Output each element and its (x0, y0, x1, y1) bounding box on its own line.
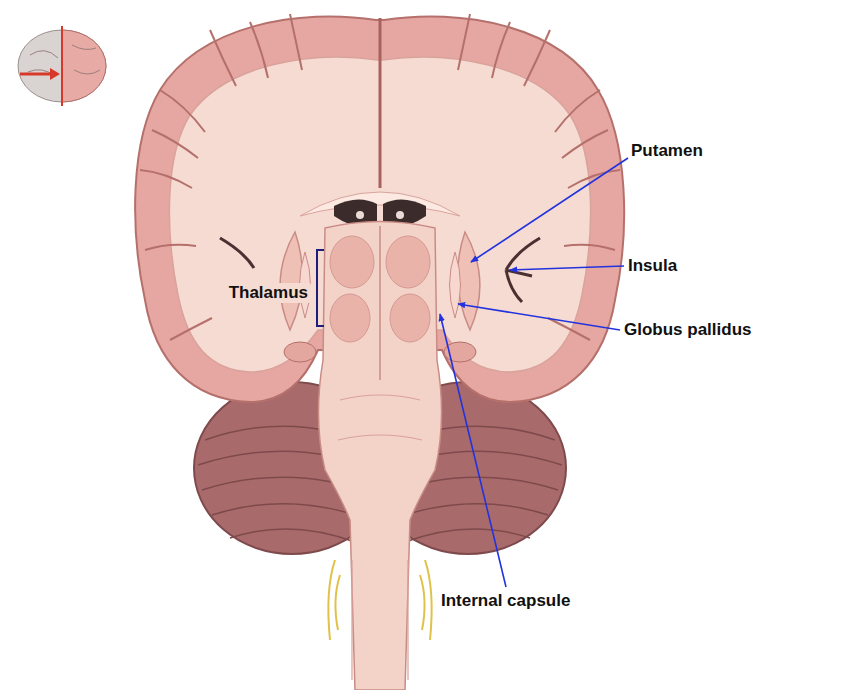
structure-label: Internal capsule (441, 591, 570, 611)
globus-pallidus (450, 252, 461, 318)
choroid-plexus (356, 211, 364, 219)
inset-sulci (28, 45, 100, 76)
leader-line (440, 314, 506, 587)
thalamic-nucleus (330, 236, 374, 288)
thalamic-nucleus (390, 294, 430, 342)
view-arrow (20, 73, 52, 76)
leader-line (471, 158, 628, 262)
cranial-nerves (328, 560, 431, 640)
corpus-callosum (300, 192, 460, 216)
thalamus-brainstem (318, 222, 441, 690)
structure-label: Insula (628, 256, 677, 276)
thalamus-bracket (317, 250, 324, 326)
third-ventricle (379, 226, 381, 380)
cerebrum (135, 14, 624, 402)
choroid-plexus (396, 211, 404, 219)
leader-line (510, 266, 624, 270)
hippocampus (284, 342, 316, 362)
leader-lines (317, 158, 628, 587)
putamen (280, 232, 302, 330)
section-plane (61, 26, 63, 106)
structure-label: Putamen (631, 141, 703, 161)
brainstem-tracts (338, 395, 422, 680)
longitudinal-fissure (379, 18, 382, 188)
view-arrowhead (50, 68, 60, 80)
putamen (458, 232, 480, 330)
leader-line (458, 304, 620, 330)
structure-label: Thalamus (226, 283, 311, 303)
orientation-inset (18, 26, 106, 106)
thalamic-nucleus (386, 236, 430, 288)
brainstem (318, 222, 441, 690)
inset-hemisphere (62, 30, 106, 102)
thalamic-nucleus (330, 294, 370, 342)
structure-label: Globus pallidus (624, 320, 752, 340)
